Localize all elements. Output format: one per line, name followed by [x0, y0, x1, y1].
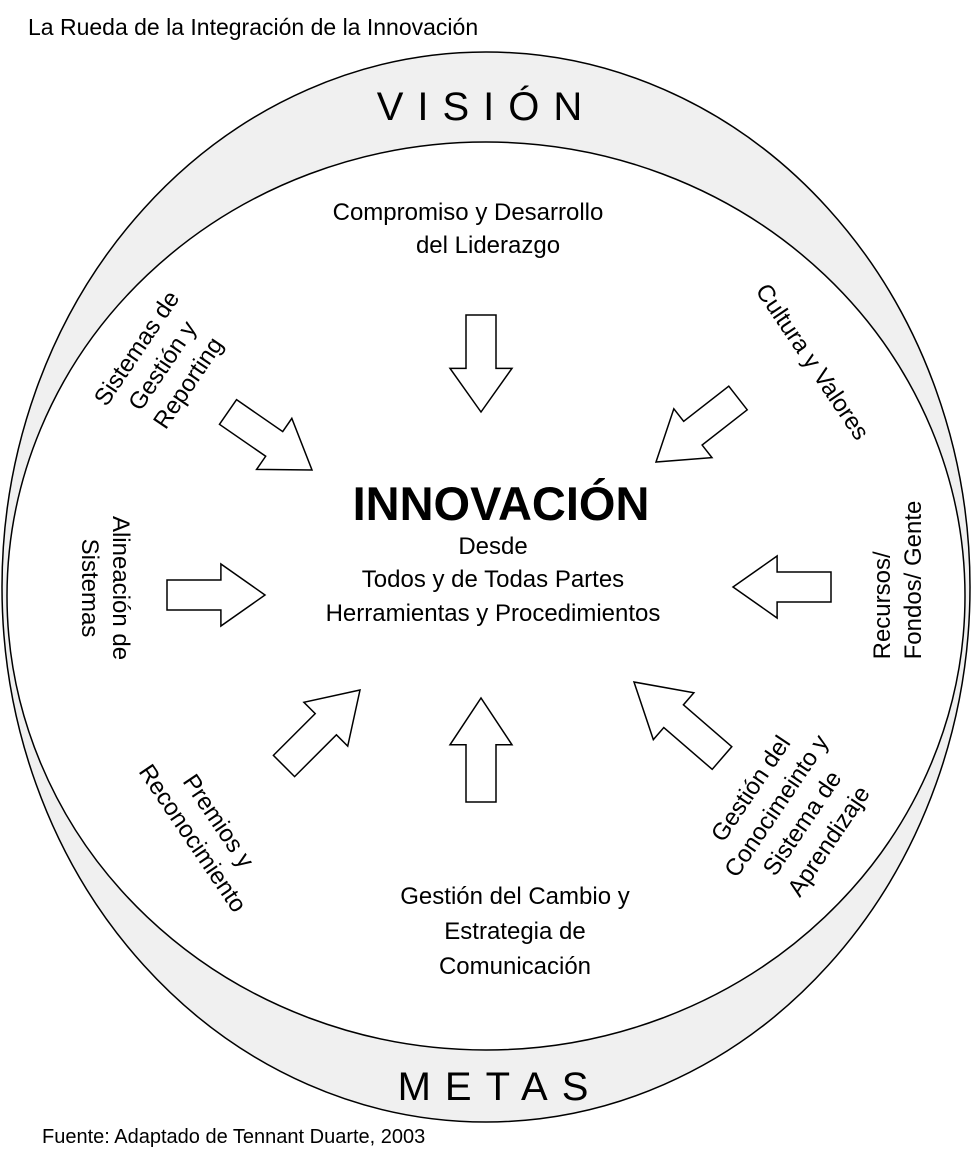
- arrow-bottom-icon: [448, 696, 514, 803]
- innovation-heading: INNOVACIÓN: [352, 477, 650, 530]
- arrow-left-icon: [166, 562, 267, 628]
- arrow-top-right-icon: [654, 385, 749, 463]
- source-note: Fuente: Adaptado de Tennant Duarte, 2003: [42, 1126, 426, 1148]
- arrow-top-icon: [448, 314, 514, 414]
- arrow-right-icon: [731, 554, 832, 620]
- factor-left: Alineación de Sistemas: [76, 515, 135, 661]
- arrow-top-left-icon: [218, 398, 314, 471]
- center-block: INNOVACIÓN Desde Todos y de Todas Partes…: [243, 478, 743, 630]
- arrow-bottom-left-icon: [272, 689, 361, 778]
- diagram-title: La Rueda de la Integración de la Innovac…: [28, 14, 479, 40]
- inner-circle: [6, 141, 966, 1051]
- factor-bottom: Gestión del Cambio y Estrategia de Comun…: [400, 883, 630, 980]
- factor-right: Recursos/ Fondos/ Gente: [868, 500, 927, 660]
- vision-label: VISIÓN: [376, 85, 597, 129]
- arrow-bottom-right-icon: [632, 681, 733, 771]
- metas-label: METAS: [397, 1065, 603, 1109]
- factor-top: Compromiso y Desarrollo del Liderazgo: [332, 199, 604, 260]
